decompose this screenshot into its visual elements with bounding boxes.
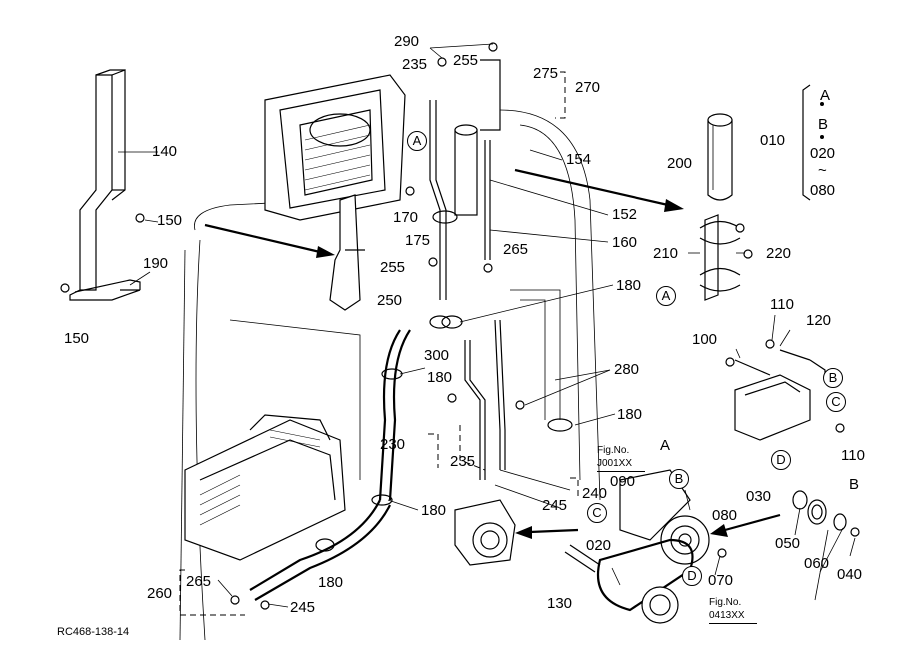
label-140: 140 [152, 143, 178, 160]
label-120: 120 [806, 312, 832, 329]
cabin-outline [179, 109, 601, 641]
label-235-b: 235 [450, 453, 476, 470]
label-040: 040 [837, 566, 863, 583]
compressor [454, 499, 516, 566]
fig-ref-1-number: J001XX [597, 458, 633, 469]
label-180-d: 180 [421, 502, 447, 519]
pointer-arrows [204, 168, 781, 539]
circled-A-top: A [407, 131, 427, 151]
label-250: 250 [377, 292, 403, 309]
label-200: 200 [667, 155, 693, 172]
leader-lines [118, 43, 856, 608]
label-170: 170 [393, 209, 419, 226]
receiver-drier-200 [707, 113, 733, 201]
circled-B-bracket: B [823, 368, 843, 388]
label-100: 100 [692, 331, 718, 348]
circled-B-pulley: B [669, 469, 689, 489]
label-180-e: 180 [318, 574, 344, 591]
label-235: 235 [402, 56, 428, 73]
label-150-top: 150 [157, 212, 183, 229]
legend-B: B [818, 116, 829, 133]
label-050: 050 [775, 535, 801, 552]
label-245-b: 245 [290, 599, 316, 616]
heater-unit [184, 414, 346, 561]
label-020: 020 [810, 145, 836, 162]
label-180-b: 180 [427, 369, 453, 386]
label-150-bottom: 150 [64, 330, 90, 347]
label-070: 070 [708, 572, 734, 589]
bracket-assembly-right [734, 349, 826, 441]
label-275: 275 [533, 65, 559, 82]
circled-C-pulley: C [587, 503, 607, 523]
tank-275 [454, 59, 501, 216]
label-090: 090 [610, 473, 636, 490]
label-240: 240 [582, 485, 608, 502]
circled-A-bracket: A [656, 286, 676, 306]
label-230: 230 [380, 436, 406, 453]
label-270: 270 [575, 79, 601, 96]
label-245-a: 245 [542, 497, 568, 514]
label-175: 175 [405, 232, 431, 249]
label-020-b: 020 [586, 537, 612, 554]
bracket-250 [329, 194, 365, 311]
label-280: 280 [614, 361, 640, 378]
legend-tilde: ~ [818, 162, 827, 179]
pulley-assembly [619, 469, 860, 565]
label-152: 152 [612, 206, 638, 223]
label-A-pointer: A [660, 437, 671, 454]
hose-clamps [315, 210, 573, 552]
label-300: 300 [424, 347, 450, 364]
label-030: 030 [746, 488, 772, 505]
label-255-b: 255 [380, 259, 406, 276]
bracket-210 [699, 214, 741, 301]
bolts [60, 42, 845, 610]
fig-ref-1-underline [597, 471, 645, 472]
refrigerant-lines [249, 100, 506, 601]
legend-bracket [802, 84, 824, 201]
drawing-code: RC468-138-14 [57, 626, 130, 638]
belt-130 [564, 538, 694, 624]
fig-ref-2-title: Fig.No. [709, 597, 742, 608]
evaporator-unit [264, 74, 406, 221]
fig-ref-2-number: 0413XX [709, 610, 745, 621]
group-brackets [179, 71, 579, 616]
label-B-pointer: B [849, 476, 860, 493]
label-110-a: 110 [770, 296, 794, 313]
bracket-140 [69, 69, 141, 301]
fig-ref-1-title: Fig.No. [597, 445, 630, 456]
fig-ref-2-underline [709, 623, 757, 624]
label-160: 160 [612, 234, 638, 251]
label-110-b: 110 [841, 447, 865, 464]
label-130: 130 [547, 595, 573, 612]
label-080-b: 080 [712, 507, 738, 524]
label-180-c: 180 [617, 406, 643, 423]
label-220: 220 [766, 245, 792, 262]
label-265: 265 [503, 241, 529, 258]
circled-C-bracket: C [826, 392, 846, 412]
label-255: 255 [453, 52, 479, 69]
label-154: 154 [566, 151, 592, 168]
label-260: 260 [147, 585, 173, 602]
label-010: 010 [760, 132, 786, 149]
label-080: 080 [810, 182, 836, 199]
label-060: 060 [804, 555, 830, 572]
label-290: 290 [394, 33, 420, 50]
label-190: 190 [143, 255, 169, 272]
label-265-b: 265 [186, 573, 212, 590]
label-180-a: 180 [616, 277, 642, 294]
legend-A: A [820, 87, 831, 104]
circled-D-bracket: D [771, 450, 791, 470]
label-210: 210 [653, 245, 679, 262]
circled-D-pulley: D [682, 566, 702, 586]
